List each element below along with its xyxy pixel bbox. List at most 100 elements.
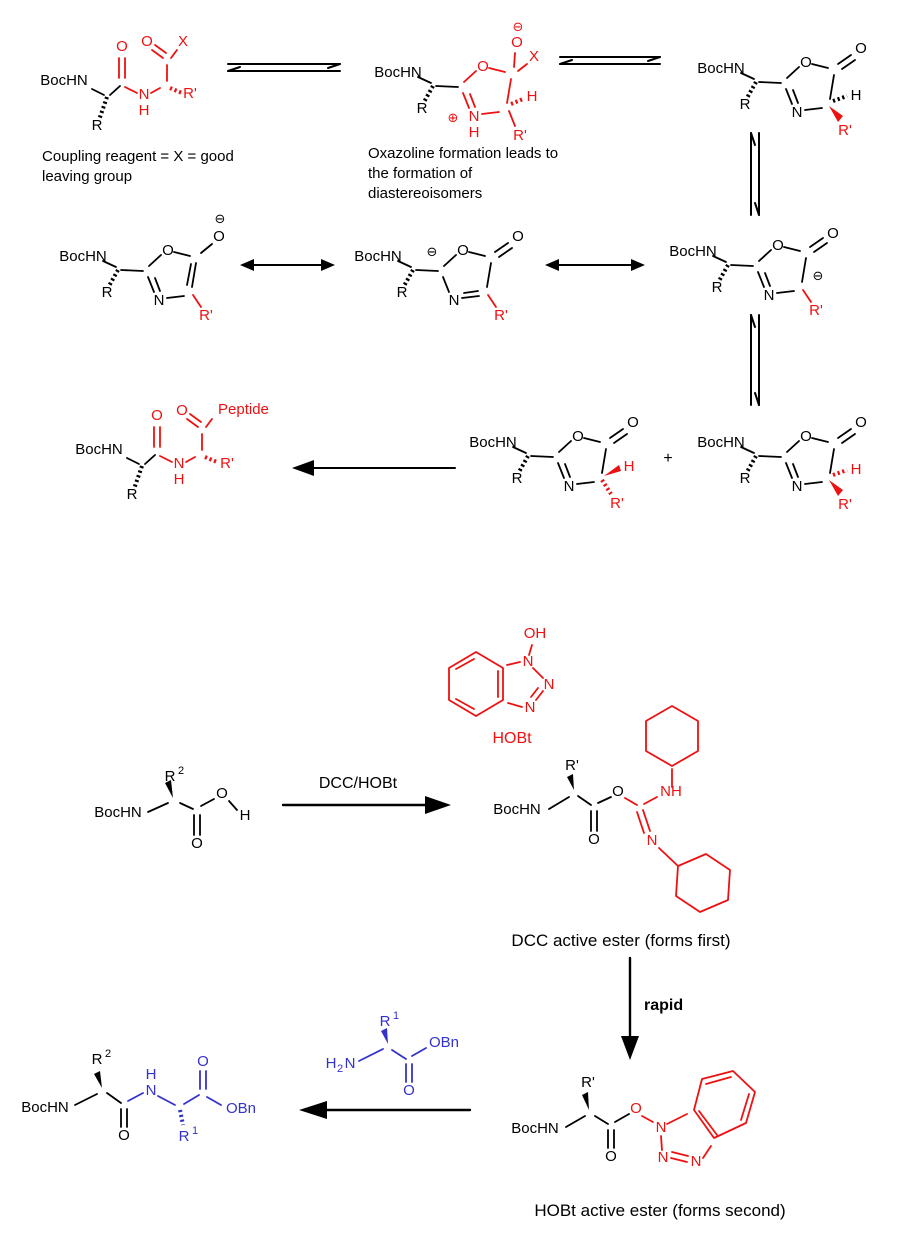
atom-label: OH — [524, 625, 547, 642]
atom-label: H — [146, 1066, 157, 1083]
atom-label: R' — [513, 127, 527, 144]
plus-sign: + — [663, 450, 672, 467]
atom-label: O — [403, 1082, 415, 1099]
atom-label: N — [544, 676, 555, 693]
structure-resonance-c4-anion: BocHN R O N O ⊖ R' — [669, 225, 839, 319]
structure-oxazolone-diastereomer-1: BocHN R O N O H R' — [469, 414, 639, 512]
vertical-equilibrium-arrow-1 — [750, 132, 760, 216]
atom-label: R — [165, 768, 176, 785]
equilibrium-arrow-2 — [559, 56, 661, 65]
atom-label: O — [141, 33, 153, 50]
atom-label: BocHN — [669, 243, 717, 260]
svg-text:diastereoisomers: diastereoisomers — [368, 185, 482, 202]
atom-label: BocHN — [697, 434, 745, 451]
atom-label: R' — [494, 307, 508, 324]
minus-charge: ⊖ — [513, 20, 524, 35]
atom-label: BocHN — [21, 1099, 69, 1116]
atom-label: N — [523, 653, 534, 670]
atom-label: O — [612, 783, 624, 800]
plus-charge: ⊕ — [448, 111, 459, 126]
atom-label: O — [588, 831, 600, 848]
atom-label: O — [216, 785, 228, 802]
atom-label: O — [827, 225, 839, 242]
atom-label: R' — [183, 85, 197, 102]
atom-label: O — [800, 428, 812, 445]
reaction-arrow-dcc-hobt: DCC/HOBt — [281, 775, 451, 814]
superscript: 1 — [393, 1010, 399, 1022]
atom-label: O — [477, 58, 489, 75]
atom-label: O — [772, 237, 784, 254]
atom-label: H — [851, 87, 862, 104]
atom-label: R — [380, 1013, 391, 1030]
scheme-dcc-hobt: N N N OH HOBt R 2 BocHN O O H — [21, 625, 785, 1220]
atom-label: R' — [565, 757, 579, 774]
atom-label: N — [449, 292, 460, 309]
atom-label: OBn — [429, 1034, 459, 1051]
atom-label: O — [630, 1100, 642, 1117]
atom-label: R' — [610, 495, 624, 512]
atom-label: OBn — [226, 1100, 256, 1117]
atom-label: O — [197, 1053, 209, 1070]
atom-label: N — [174, 455, 185, 472]
reaction-arrow-peptide — [292, 460, 456, 476]
structure-hobt: N N N OH HOBt — [448, 625, 555, 747]
structure-oxazolone-diastereomer-2: BocHN R O N O H R' — [697, 414, 867, 513]
atom-label: BocHN — [40, 72, 88, 89]
caption-coupling-reagent: Coupling reagent = X = good leaving grou… — [42, 148, 234, 185]
minus-charge: ⊖ — [427, 245, 438, 260]
atom-label: BocHN — [75, 441, 123, 458]
subscript: 2 — [337, 1063, 343, 1075]
atom-label: H — [139, 102, 150, 119]
atom-label: N — [345, 1055, 356, 1072]
structure-hobt-active-ester: R' BocHN O O N N N HOBt active ester (fo… — [511, 1070, 786, 1220]
atom-label: O — [627, 414, 639, 431]
atom-label: O — [572, 428, 584, 445]
atom-label: H — [851, 461, 862, 478]
atom-label: O — [855, 414, 867, 431]
atom-label: BocHN — [697, 60, 745, 77]
atom-label: R — [712, 279, 723, 296]
structure-dcc-active-ester: R' BocHN O O N NH DCC active ester (form… — [493, 705, 731, 950]
atom-label: R — [179, 1128, 190, 1145]
structure-oxazoline-intermediate: BocHN R O N O ⊖ X H R' H ⊕ — [374, 20, 539, 144]
atom-label: O — [800, 54, 812, 71]
scheme-racemization: BocHN R O N H R' O X B — [40, 20, 867, 513]
atom-label: O — [213, 228, 225, 245]
peptide-label: Peptide — [218, 401, 269, 418]
resonance-arrow-2 — [545, 259, 645, 271]
structure-boc-amino-acid: R 2 BocHN O O H — [94, 765, 250, 852]
structure-epimerized-peptide: BocHN R O N H R' O Peptide — [75, 401, 269, 503]
atom-label: R — [127, 486, 138, 503]
atom-label: O — [605, 1148, 617, 1165]
vertical-equilibrium-arrow-2 — [750, 314, 760, 406]
atom-label: R — [512, 470, 523, 487]
atom-label: O — [176, 402, 188, 419]
atom-label: N — [146, 1082, 157, 1099]
atom-label: N — [525, 699, 536, 716]
atom-label: N — [139, 86, 150, 103]
minus-charge: ⊖ — [215, 212, 226, 227]
dcc-ester-caption: DCC active ester (forms first) — [511, 931, 730, 950]
atom-label: O — [512, 228, 524, 245]
atom-label: H — [326, 1055, 337, 1072]
atom-label: H — [527, 88, 538, 105]
svg-text:Coupling reagent = X = good: Coupling reagent = X = good — [42, 148, 234, 165]
atom-label: R — [417, 100, 428, 117]
atom-label: H — [624, 458, 635, 475]
atom-label: O — [151, 407, 163, 424]
atom-label: O — [162, 242, 174, 259]
atom-label: R — [740, 470, 751, 487]
atom-label: N — [564, 478, 575, 495]
atom-label: H — [174, 471, 185, 488]
atom-label: N — [647, 832, 658, 849]
atom-label: R' — [581, 1074, 595, 1091]
atom-label: R' — [220, 455, 234, 472]
atom-label: O — [457, 242, 469, 259]
atom-label: H — [469, 124, 480, 141]
reaction-arrow-coupling — [299, 1101, 472, 1119]
structure-dipeptide-product: R 2 BocHN O N H R 1 O OBn — [21, 1048, 256, 1145]
hobt-ester-caption: HOBt active ester (forms second) — [534, 1201, 785, 1220]
superscript: 2 — [105, 1048, 111, 1060]
